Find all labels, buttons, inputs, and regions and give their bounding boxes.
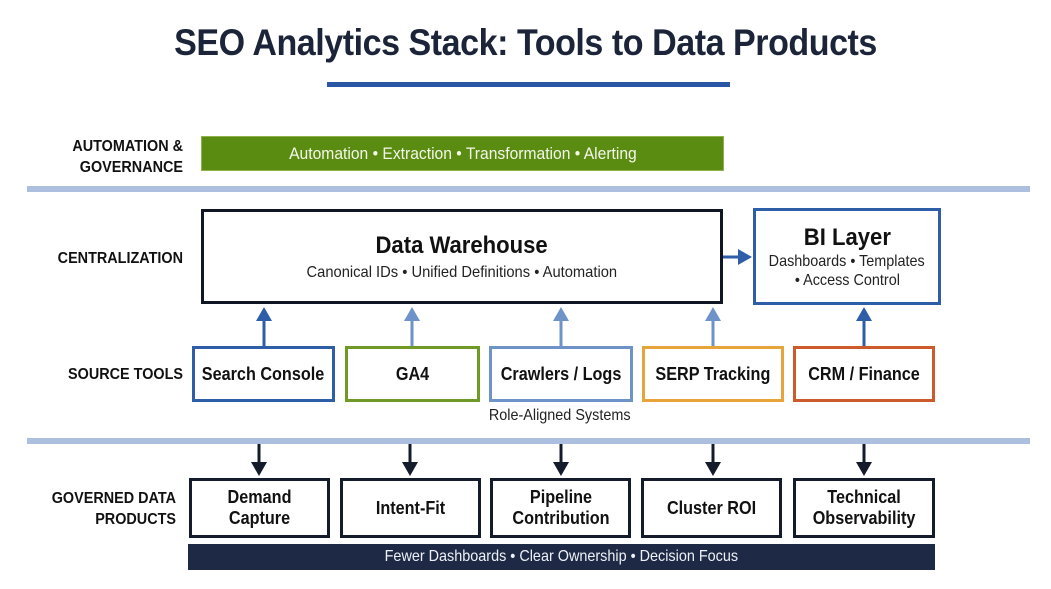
product-label-line1: Demand xyxy=(227,487,292,507)
bi-layer-subtitle-line1: Dashboards • Templates xyxy=(768,252,926,270)
arrow-down-intent-fit xyxy=(402,444,418,476)
arrow-down-technical-observability xyxy=(856,444,872,476)
footer-bar: Fewer Dashboards • Clear Ownership • Dec… xyxy=(188,544,935,570)
arrow-crm-to-bi-layer xyxy=(856,307,872,346)
row-label-automation: AUTOMATION & GOVERNANCE xyxy=(36,136,183,178)
title-underline xyxy=(327,82,730,87)
source-crm-finance: CRM / Finance xyxy=(793,346,935,402)
automation-bar-text: Automation • Extraction • Transformation… xyxy=(288,143,637,163)
product-cluster-roi: Cluster ROI xyxy=(641,478,782,538)
data-warehouse-box: Data Warehouse Canonical IDs • Unified D… xyxy=(201,209,723,304)
arrow-down-pipeline-contribution xyxy=(553,444,569,476)
source-label: CRM / Finance xyxy=(808,363,920,384)
source-label: Search Console xyxy=(202,363,325,384)
data-warehouse-subtitle: Canonical IDs • Unified Definitions • Au… xyxy=(306,263,618,281)
divider-bottom xyxy=(27,438,1030,444)
source-crawlers-logs: Crawlers / Logs xyxy=(489,346,633,402)
source-search-console: Search Console xyxy=(192,346,335,402)
source-label: GA4 xyxy=(395,363,430,384)
row-label-products: GOVERNED DATA PRODUCTS xyxy=(36,488,176,530)
product-label-line1: Intent-Fit xyxy=(375,497,446,518)
arrow-warehouse-to-bi-layer xyxy=(723,249,752,265)
product-label-line1: Cluster ROI xyxy=(666,497,757,518)
product-intent-fit: Intent-Fit xyxy=(340,478,481,538)
source-label: Crawlers / Logs xyxy=(500,363,622,384)
source-serp-tracking: SERP Tracking xyxy=(642,346,784,402)
row-label-source-tools: SOURCE TOOLS xyxy=(68,366,183,383)
sources-caption-text: Role-Aligned Systems xyxy=(489,407,631,424)
row-label-automation-line2: GOVERNANCE xyxy=(79,159,183,176)
bi-layer-box: BI Layer Dashboards • Templates • Access… xyxy=(753,208,941,305)
arrow-ga4-to-warehouse xyxy=(404,307,420,346)
arrow-search-console-to-warehouse xyxy=(256,307,272,346)
source-ga4: GA4 xyxy=(345,346,480,402)
bi-layer-title: BI Layer xyxy=(803,223,891,251)
row-label-automation-line1: AUTOMATION & xyxy=(72,138,183,155)
bi-layer-subtitle-line2: • Access Control xyxy=(794,271,900,289)
sources-caption: Role-Aligned Systems xyxy=(440,407,680,425)
divider-top xyxy=(27,186,1030,192)
data-warehouse-title: Data Warehouse xyxy=(375,231,549,259)
automation-bar: Automation • Extraction • Transformation… xyxy=(201,136,724,171)
diagram-title: SEO Analytics Stack: Tools to Data Produ… xyxy=(174,22,877,63)
row-label-products-line1: GOVERNED DATA xyxy=(51,490,176,507)
row-label-products-line2: PRODUCTS xyxy=(95,511,176,528)
product-label-line2: Capture xyxy=(228,508,291,528)
product-label-line2: Observability xyxy=(812,508,916,528)
arrow-down-cluster-roi xyxy=(705,444,721,476)
arrow-crawlers-to-warehouse xyxy=(553,307,569,346)
product-label-line1: Technical xyxy=(827,487,901,507)
product-label-line2: Contribution xyxy=(511,508,610,528)
product-label-line1: Pipeline xyxy=(529,487,592,507)
arrow-serp-to-warehouse xyxy=(705,307,721,346)
footer-bar-text: Fewer Dashboards • Clear Ownership • Dec… xyxy=(384,548,739,565)
source-label: SERP Tracking xyxy=(655,363,771,384)
arrow-down-demand-capture xyxy=(251,444,267,476)
row-label-centralization: CENTRALIZATION xyxy=(57,250,183,267)
